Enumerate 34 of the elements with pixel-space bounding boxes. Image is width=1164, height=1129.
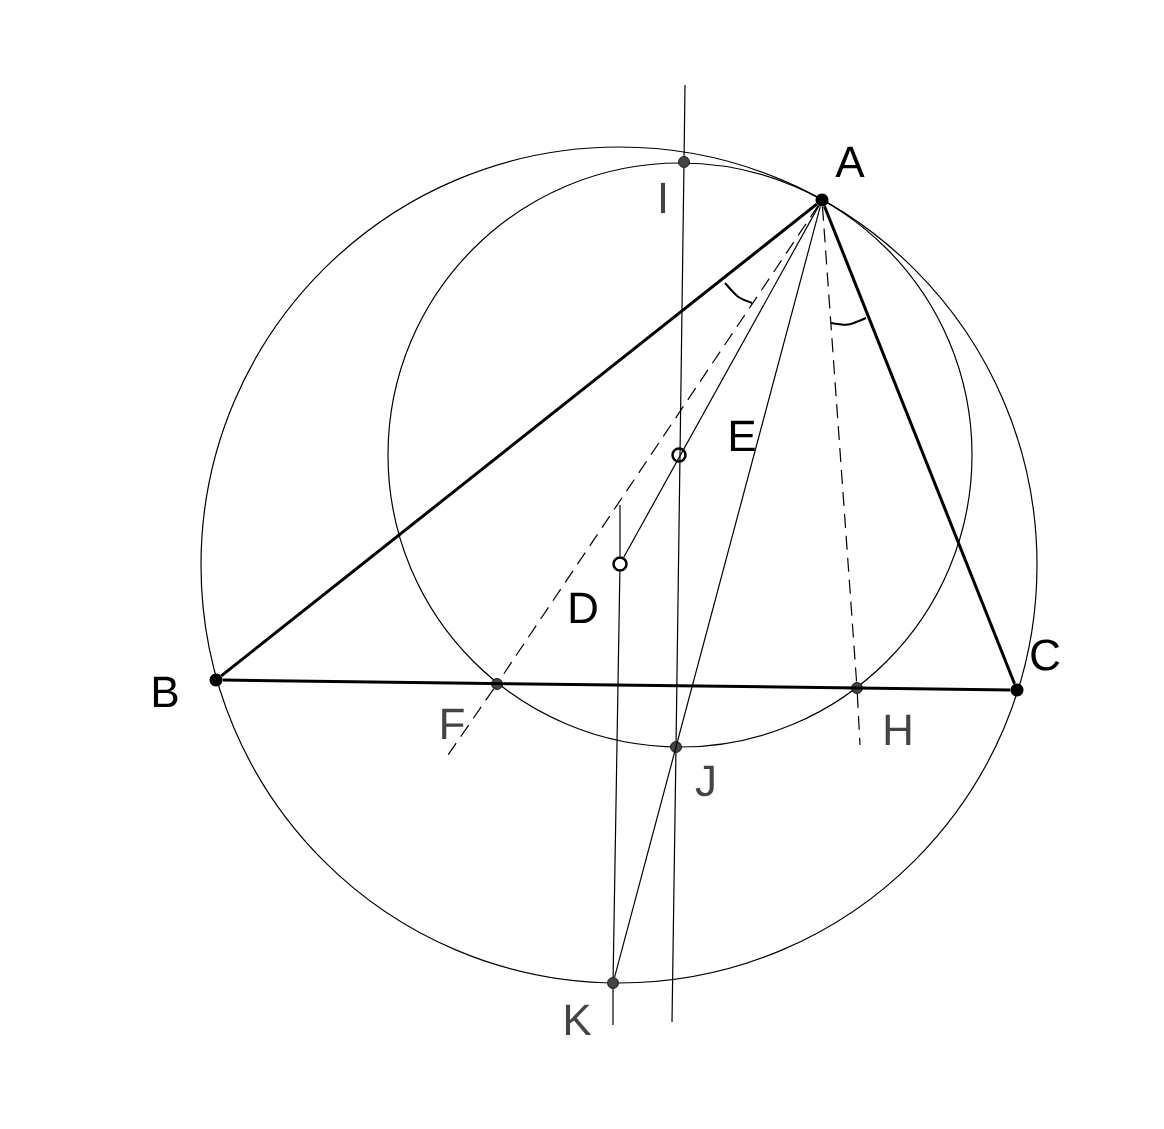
line-segment [619,504,621,557]
point-label: H [885,714,911,746]
point [671,447,687,463]
point [612,556,628,572]
point-label: D [570,592,597,624]
point-label: K [565,1004,592,1036]
point [607,977,619,989]
point-label: B [153,676,178,708]
point [670,741,682,753]
line-segment [222,678,1011,692]
point-label: F [442,708,464,740]
point [1010,683,1024,697]
line-segment [612,988,614,1026]
point [851,682,863,694]
point-label: C [1031,639,1060,671]
line-segment [447,688,495,756]
line-segment [671,752,677,1023]
line-segment [683,84,686,157]
point [678,156,690,168]
point-label: E [730,420,755,452]
line-segment [612,571,621,978]
point-label: A [835,146,865,178]
line-segment [823,205,1016,685]
point-label: I [660,182,666,214]
point [209,673,223,687]
point [491,678,503,690]
line-segment [623,205,820,558]
point [815,193,829,207]
line-segment [821,206,858,683]
line-segment [675,167,685,742]
line-segment [220,202,818,677]
point-label: J [695,765,714,797]
line-segment [613,205,821,978]
line-segment [856,693,861,746]
